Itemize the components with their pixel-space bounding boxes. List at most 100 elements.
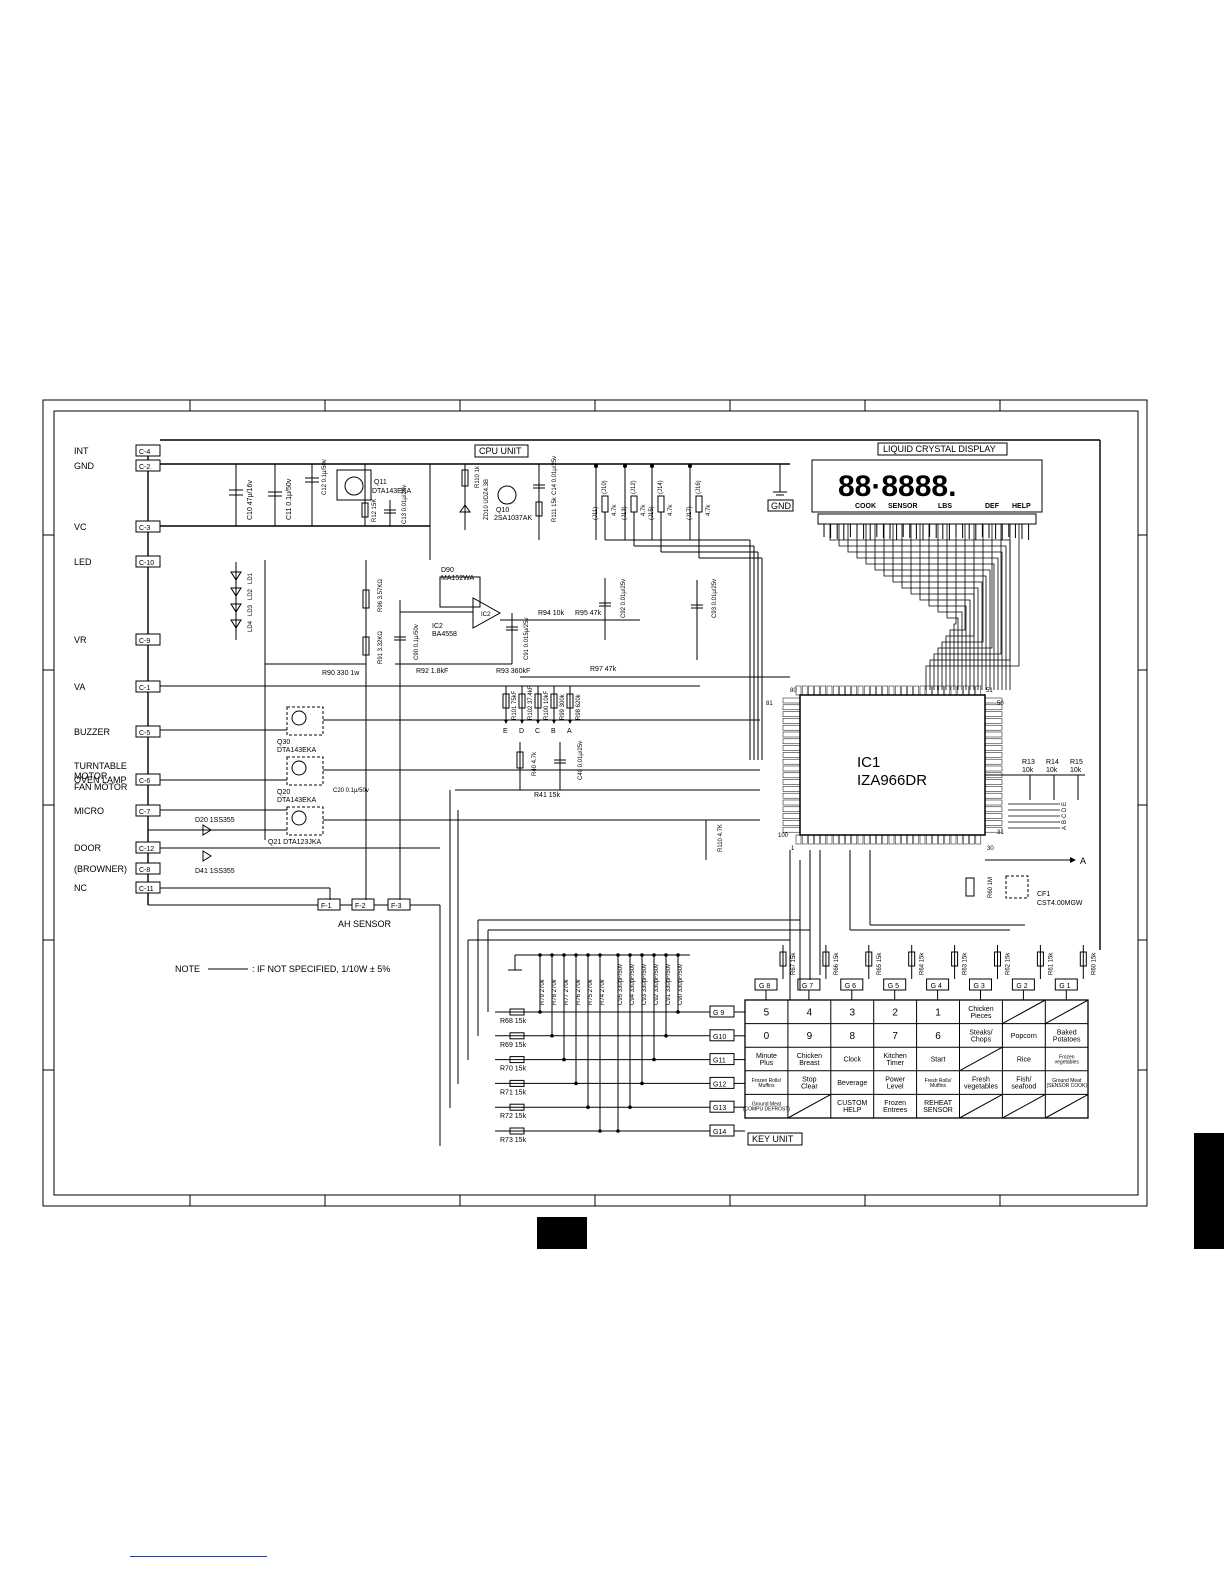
connector-pin-c-7: C-7 — [139, 809, 150, 816]
lcd-indicator-def: DEF — [985, 503, 1000, 510]
divider-label-4: R98 620k — [576, 693, 582, 720]
ic1-pin-left-1 — [782, 704, 801, 711]
ic1-pin-left-16 — [782, 806, 801, 813]
led-label-1: LD2 — [248, 588, 254, 600]
divider-letter-4: A — [567, 728, 572, 735]
divider-label-3: R99 300k — [560, 693, 566, 720]
pulldown-r-node-2 — [562, 953, 566, 957]
connector-c-10 — [135, 555, 161, 568]
ic1-pin-top-5 — [826, 685, 833, 696]
wire-a-label: A — [1080, 856, 1086, 866]
c40-section: R40 4.7k C40 0.01μ/25v R41 15k — [455, 741, 760, 799]
r15-label: R15 — [1070, 759, 1083, 766]
sensor-pin-label-f-1: F-1 — [321, 903, 332, 910]
q30-label: Q30 — [277, 739, 290, 746]
jumper-value-2: 4.7k — [668, 504, 674, 516]
pulldown-c-row-node-0 — [616, 1129, 620, 1133]
key-col-pin-label-3: G 5 — [888, 983, 899, 990]
lcd-panel: 88·8888. COOK SENSOR LBS DEF HELP — [811, 459, 1043, 525]
key-4-0: Ground Meat(COMPU DEFROST) — [743, 1101, 791, 1112]
lcd-bus-line-19 — [933, 524, 1002, 690]
key-1-0: 0 — [764, 1031, 770, 1042]
ic1-pin-bottom-24 — [944, 834, 951, 845]
divider-arrow-2 — [536, 720, 540, 724]
ic1-pin-81: 81 — [766, 701, 773, 707]
ic1-part: IZA966DR — [857, 772, 927, 789]
ic1-pin-bottom-26 — [956, 834, 963, 845]
q21-label: Q21 DTA123JKA — [268, 839, 322, 846]
ic1-pin-top-17 — [901, 685, 907, 696]
connector-c-4 — [135, 444, 161, 457]
pulldown-c-node-2 — [640, 953, 644, 957]
ic1-pin-left-18 — [782, 820, 801, 826]
key-1-4: 6 — [935, 1031, 941, 1042]
ic1-pin-left-7 — [782, 745, 801, 751]
ic1-pin-right-19 — [984, 826, 1003, 833]
key-0-4: 1 — [935, 1007, 941, 1018]
r92-label: R92 1.8kF — [416, 668, 448, 675]
driver-section: Q30 DTA143EKA Q20 DTA143EKA C20 0.1μ/50v… — [148, 560, 760, 875]
right-signal-label-3: B — [1062, 820, 1068, 824]
pulldown-r-label-2: R77 270k — [564, 978, 570, 1005]
c40-label: C40 0.01μ/25v — [578, 741, 584, 780]
key-row-pin-label-5: G14 — [713, 1129, 726, 1136]
sensor-pin-label-f-3: F-3 — [391, 903, 402, 910]
note-label: NOTE — [175, 964, 200, 974]
ic1-pin-bottom-0 — [795, 834, 802, 845]
connector-c-8 — [135, 862, 161, 875]
cpu-unit-box — [474, 444, 529, 458]
r95-label: R95 47k — [575, 610, 602, 617]
ic1-pin-left-2 — [782, 711, 801, 717]
c14-label: C14 0.01μ/25v — [552, 456, 558, 495]
pulldown-r-node-1 — [550, 953, 554, 957]
key-col-pin-label-4: G 4 — [931, 983, 942, 990]
ic1-pin-top-23 — [938, 685, 944, 696]
gnd-label: GND — [771, 501, 792, 511]
ic1-pin-bottom-23 — [938, 834, 944, 845]
pulldown-c-label-3: C92 330pF/50v — [654, 964, 660, 1005]
sensor-pin-label-f-2: F-2 — [355, 903, 366, 910]
pulldown-c-node-5 — [676, 953, 680, 957]
ic1-pin-top-18 — [907, 685, 913, 696]
key-col-res-5 — [994, 951, 1001, 967]
key-col-res-label-2: R65 15k — [877, 952, 883, 975]
lcd-bus-line-17 — [941, 524, 984, 690]
jumper-resistor-3 — [695, 495, 703, 513]
pulldown-c-label-2: C93 330pF/50v — [642, 964, 648, 1005]
divider-label-0: R101 75kF — [512, 690, 518, 720]
r14-label: R14 — [1046, 759, 1059, 766]
d90-part: MA152WA — [441, 575, 475, 582]
key-3-0: Frozen Rolls/Muffins — [752, 1078, 782, 1089]
ic1-pin-bottom-2 — [808, 834, 814, 845]
c10-label: C10 47μ/16v — [247, 480, 254, 520]
ic1-pin-right-5 — [984, 731, 1003, 738]
c93-label: C93 0.01μ/25v — [712, 579, 718, 618]
r110-label: R110 1k — [475, 465, 481, 488]
lcd-bus-line-10 — [919, 524, 971, 690]
divider-resistor-1 — [518, 693, 526, 709]
divider-arrow-3 — [552, 720, 556, 724]
r60-label: R60 1M — [988, 877, 994, 898]
ic1-name: IC1 — [857, 754, 880, 771]
c-connector-group: C-4INTC-2GNDC-3VCC-10LEDC-9VRC-1VAC-5BUZ… — [74, 444, 161, 894]
pulldown-c-row-node-2 — [640, 1081, 644, 1086]
ic1-pin-bottom-16 — [894, 834, 901, 845]
connector-label-c-5: BUZZER — [74, 727, 111, 737]
pulldown-r-row-node-1 — [550, 1034, 554, 1038]
divider-label-2: R100 10kF — [544, 690, 550, 720]
sensor-pin-f-3 — [387, 898, 411, 911]
ic1-pin-left-11 — [782, 772, 801, 779]
lcd-bus-line-15 — [949, 524, 966, 690]
pulldown-c-row-node-5 — [676, 1010, 680, 1014]
ic1-pin-bottom-10 — [857, 834, 864, 845]
pulldown-r-row-node-4 — [586, 1105, 590, 1109]
key-col-pin-label-7: G 1 — [1059, 983, 1070, 990]
q10-part: 2SA1037AK — [494, 515, 532, 522]
connector-label-c-2: GND — [74, 461, 95, 471]
cpu-unit-label: CPU UNIT — [479, 446, 522, 456]
